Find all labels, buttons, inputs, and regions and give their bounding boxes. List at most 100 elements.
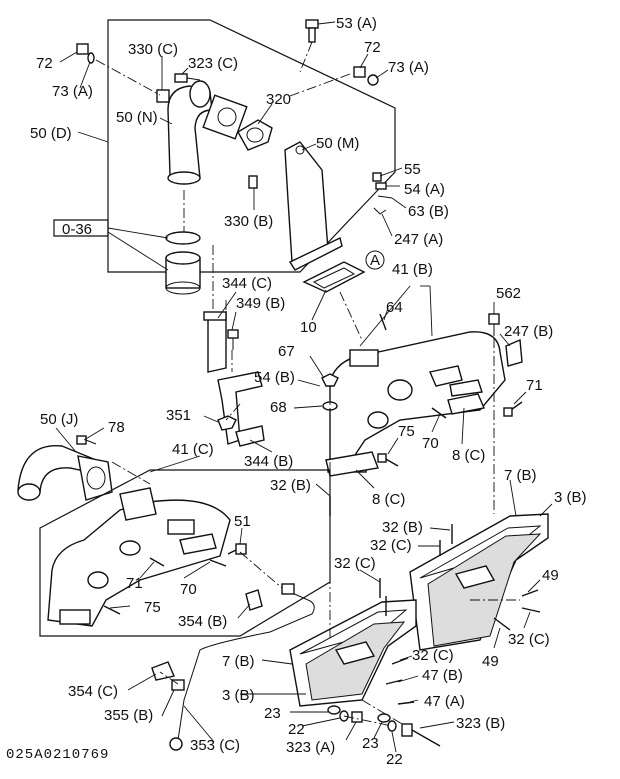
callout-344C: 344 (C) — [222, 275, 272, 292]
bolt-323B — [401, 723, 441, 747]
callout-51: 51 — [234, 513, 251, 530]
clamp-0-36 — [53, 219, 201, 295]
stud-75-low — [103, 605, 121, 615]
callout-353C: 353 (C) — [190, 737, 240, 754]
callout-75-mid: 75 — [398, 423, 415, 440]
callout-50M: 50 (M) — [316, 135, 359, 152]
stud-71-low — [149, 557, 165, 567]
callout-349B: 349 (B) — [236, 295, 285, 312]
bolt-355B — [171, 679, 185, 691]
callout-68: 68 — [270, 399, 287, 416]
gasket-8C-top — [447, 393, 485, 415]
callout-32C-left: 32 (C) — [334, 555, 376, 572]
reference-circle-A — [365, 250, 385, 270]
callout-323C: 323 (C) — [188, 55, 238, 72]
gasket-8C-mid — [325, 451, 379, 477]
bolt-53A — [305, 19, 319, 43]
callout-54A: 54 (A) — [404, 181, 445, 198]
callout-78: 78 — [108, 419, 125, 436]
callout-32C-low: 32 (C) — [412, 647, 454, 664]
stud-64 — [379, 313, 387, 331]
callout-7B-right: 7 (B) — [504, 467, 537, 484]
bracket-247B — [505, 338, 523, 367]
callout-3B-left: 3 (B) — [222, 687, 255, 704]
callout-351: 351 — [166, 407, 191, 424]
stud-71-top — [503, 401, 523, 417]
drawing-code: 025A0210769 — [6, 747, 109, 763]
callout-54B: 54 (B) — [254, 369, 295, 386]
callout-41C: 41 (C) — [172, 441, 214, 458]
studs-49 — [493, 589, 539, 631]
studs-32C-right — [391, 607, 541, 665]
callout-562: 562 — [496, 285, 521, 302]
callout-71-top: 71 — [526, 377, 543, 394]
callout-72-right: 72 — [364, 39, 381, 56]
gasket-10 — [302, 261, 366, 293]
callout-32C-right: 32 (C) — [508, 631, 550, 648]
callout-55: 55 — [404, 161, 421, 178]
callout-64: 64 — [386, 299, 403, 316]
bracket-354B — [245, 589, 263, 611]
callout-49-low: 49 — [482, 653, 499, 670]
callout-23-left: 23 — [264, 705, 281, 722]
callout-49-top: 49 — [542, 567, 559, 584]
callout-330B: 330 (B) — [224, 213, 273, 230]
bracket-354C — [151, 661, 175, 681]
callout-73A-right: 73 (A) — [388, 59, 429, 76]
callout-53A: 53 (A) — [336, 15, 377, 32]
bolt-349B — [227, 329, 239, 350]
callout-7B-left: 7 (B) — [222, 653, 255, 670]
callout-72-left: 72 — [36, 55, 53, 72]
callout-22-left: 22 — [288, 721, 305, 738]
pipe-50N — [167, 80, 248, 185]
callout-32C-mid: 32 (C) — [370, 537, 412, 554]
stud-51 — [227, 543, 247, 555]
callout-10: 10 — [300, 319, 317, 336]
pipe-50J — [17, 445, 113, 501]
manifold-41C — [47, 487, 231, 627]
manifold-3B-left — [305, 621, 406, 701]
bolt-562 — [488, 313, 500, 336]
callout-63B: 63 (B) — [408, 203, 449, 220]
callout-A: A — [370, 252, 380, 269]
manifold-3B-right — [427, 533, 542, 647]
callout-47B: 47 (B) — [422, 667, 463, 684]
stud-75-mid — [377, 453, 399, 467]
callout-8C-mid: 8 (C) — [372, 491, 405, 508]
leader-lines — [55, 21, 553, 753]
callout-247A: 247 (A) — [394, 231, 443, 248]
callout-50N: 50 (N) — [116, 109, 158, 126]
callout-330C: 330 (C) — [128, 41, 178, 58]
alignment-lines — [95, 41, 520, 727]
callout-355B: 355 (B) — [104, 707, 153, 724]
callout-70-mid: 70 — [422, 435, 439, 452]
shroud-50M — [284, 141, 343, 271]
stud-70-mid — [431, 407, 447, 419]
callout-23-right: 23 — [362, 735, 379, 752]
callout-73A-left: 73 (A) — [52, 83, 93, 100]
nut-351 — [217, 415, 237, 431]
bolt-323A — [351, 711, 363, 723]
callout-71-low: 71 — [126, 575, 143, 592]
fitting-330C — [156, 89, 170, 103]
bolt-78 — [76, 435, 97, 445]
stud-70-low — [209, 559, 227, 567]
studs-32C-left — [379, 578, 387, 616]
plug-72-right — [353, 66, 379, 86]
callout-344B: 344 (B) — [244, 453, 293, 470]
callout-75-low: 75 — [144, 599, 161, 616]
callout-50D: 50 (D) — [30, 125, 72, 142]
callout-22-right: 22 — [386, 751, 403, 768]
bolt-323C — [174, 73, 201, 83]
callout-41B: 41 (B) — [392, 261, 433, 278]
nut-67-washer-68 — [321, 373, 339, 411]
callout-247B: 247 (B) — [504, 323, 553, 340]
callout-8C-top: 8 (C) — [452, 447, 485, 464]
callout-67: 67 — [278, 343, 295, 360]
parts-55-54A-63B-247A — [372, 172, 393, 215]
callout-323A: 323 (A) — [286, 739, 335, 756]
bolts-47 — [385, 679, 415, 705]
callout-70-low: 70 — [180, 581, 197, 598]
